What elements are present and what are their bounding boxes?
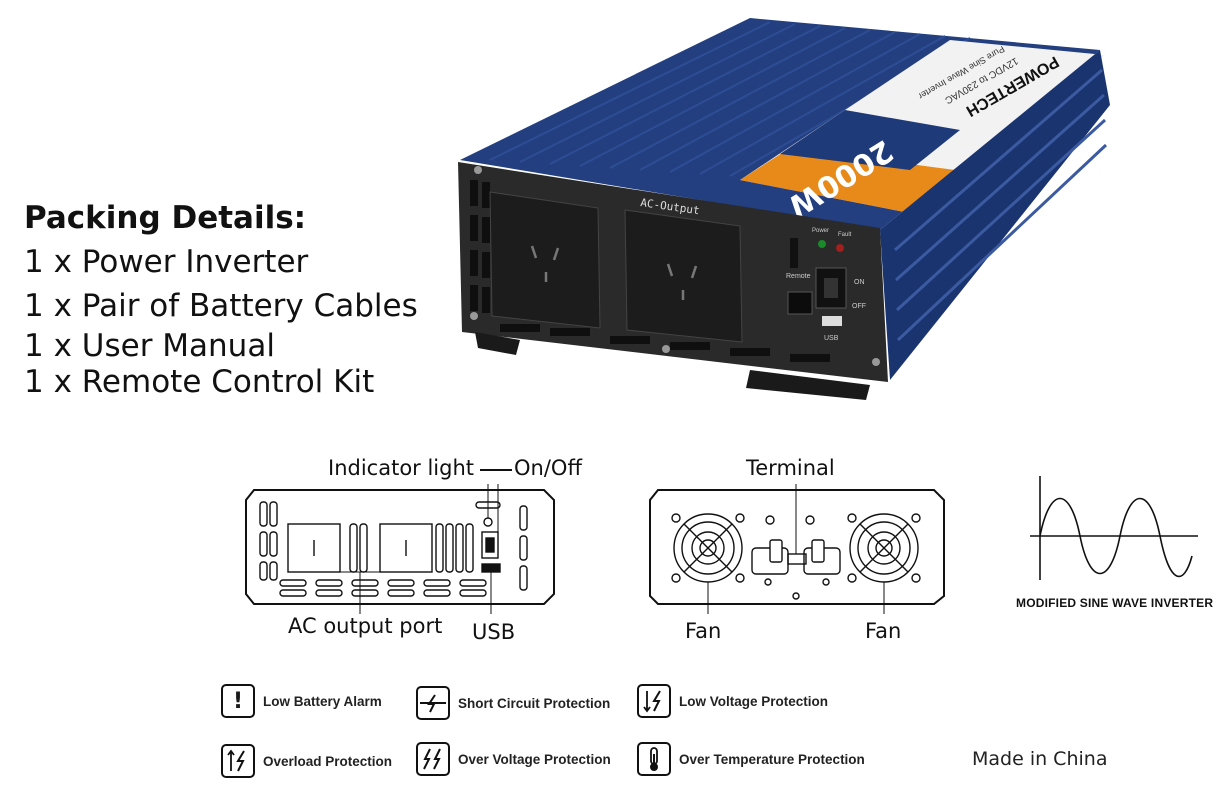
usb-port-diagram <box>481 563 501 573</box>
packing-details: Packing Details: 1 x Power Inverter 1 x … <box>24 196 418 400</box>
remote-port <box>787 291 813 315</box>
packing-title: Packing Details: <box>24 200 307 236</box>
feature-item: ! Low Battery Alarm <box>221 684 382 718</box>
fan-label: Fan <box>685 619 722 643</box>
leader-line <box>480 469 512 471</box>
low-voltage-icon <box>637 684 671 718</box>
inverter-product-image: 2000W POWERTECH 12VDC to 230VAC Pure Sin… <box>458 18 1110 400</box>
remote-label: Remote <box>786 273 811 280</box>
on-label: ON <box>854 279 865 286</box>
fan-icon <box>671 513 745 583</box>
feature-item: Over Voltage Protection <box>416 742 611 776</box>
inverter-side-panel <box>880 50 1110 380</box>
feature-label: Overload Protection <box>263 753 393 769</box>
usb-label: USB <box>472 620 516 644</box>
usb-text: USB <box>824 335 839 342</box>
short-circuit-icon <box>416 686 450 720</box>
fan-label: Fan <box>865 619 902 643</box>
packing-item: 1 x Remote Control Kit <box>24 364 375 400</box>
fault-label: Fault <box>838 232 852 238</box>
off-label: OFF <box>852 303 866 310</box>
terminal-icon <box>751 515 841 600</box>
sine-wave-graphic <box>1030 476 1198 580</box>
front-panel-diagram <box>245 484 555 614</box>
waveform-caption: MODIFIED SINE WAVE INVERTER <box>1016 596 1214 610</box>
ac-socket <box>489 191 601 329</box>
exclamation-icon: ! <box>221 684 255 718</box>
terminal-label: Terminal <box>746 456 835 480</box>
back-panel-diagram <box>649 484 945 614</box>
onoff-switch-diagram <box>481 531 499 559</box>
packing-item: 1 x Power Inverter <box>24 244 309 280</box>
packing-item: 1 x Pair of Battery Cables <box>24 288 418 324</box>
made-in-label: Made in China <box>972 748 1108 770</box>
feature-item: Over Temperature Protection <box>637 742 865 776</box>
feature-label: Short Circuit Protection <box>458 695 611 711</box>
feature-label: Low Voltage Protection <box>679 693 829 709</box>
thermometer-icon <box>637 742 671 776</box>
feature-item: Low Voltage Protection <box>637 684 828 718</box>
feature-label: Over Voltage Protection <box>458 751 611 767</box>
fan-icon <box>847 513 921 583</box>
overload-icon <box>221 744 255 778</box>
power-label: Power <box>812 228 829 234</box>
feature-item: Overload Protection <box>221 744 392 778</box>
over-voltage-icon <box>416 742 450 776</box>
feature-label: Low Battery Alarm <box>263 693 382 709</box>
ac-socket <box>624 209 743 343</box>
onoff-label: On/Off <box>514 456 582 480</box>
ac-output-port-label: AC output port <box>288 614 443 638</box>
indicator-light-label: Indicator light <box>328 456 475 480</box>
feature-label: Over Temperature Protection <box>679 751 865 767</box>
packing-item: 1 x User Manual <box>24 328 275 364</box>
mounting-foot <box>475 332 520 355</box>
feature-item: Short Circuit Protection <box>416 686 610 720</box>
usb-port <box>822 316 842 326</box>
